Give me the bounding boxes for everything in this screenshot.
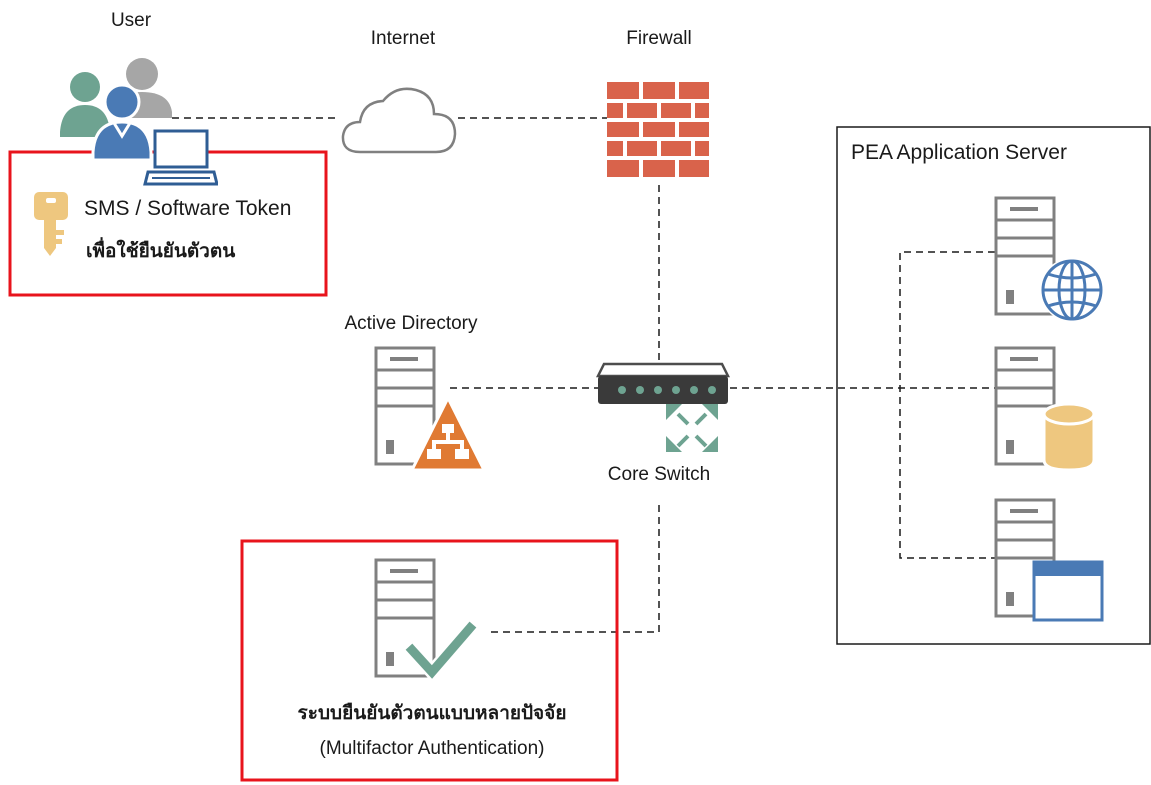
- link-appserver-bus: [899, 251, 995, 559]
- mfa-label-english: (Multifactor Authentication): [319, 738, 545, 759]
- firewall-label: Firewall: [626, 28, 692, 49]
- token-sublabel: เพื่อใช้ยืนยันตัวตน: [86, 241, 236, 262]
- app-server-zone-title: PEA Application Server: [851, 141, 1067, 164]
- core-switch-icon: [596, 362, 730, 452]
- user-group-icon: [60, 58, 172, 162]
- mfa-server-icon: [374, 558, 480, 683]
- firewall-icon: [607, 82, 709, 177]
- token-label: SMS / Software Token: [84, 197, 292, 220]
- database-server-icon: [994, 346, 1096, 472]
- web-server-icon: [994, 196, 1104, 322]
- application-server-icon: [994, 498, 1104, 622]
- active-directory-server-icon: [374, 346, 486, 472]
- mfa-label-thai: ระบบยืนยันตัวตนแบบหลายปัจจัย: [297, 703, 567, 724]
- key-icon: [34, 192, 68, 256]
- active-directory-label: Active Directory: [344, 313, 478, 334]
- internet-label: Internet: [370, 28, 436, 49]
- user-label: User: [110, 10, 152, 31]
- app-server-zone: [836, 126, 1151, 645]
- mfa-highlight-box: [240, 539, 619, 782]
- cloud-icon: [341, 87, 457, 154]
- core-switch-label: Core Switch: [607, 464, 711, 485]
- link-switch-mfa: [486, 505, 660, 633]
- laptop-icon: [143, 129, 218, 186]
